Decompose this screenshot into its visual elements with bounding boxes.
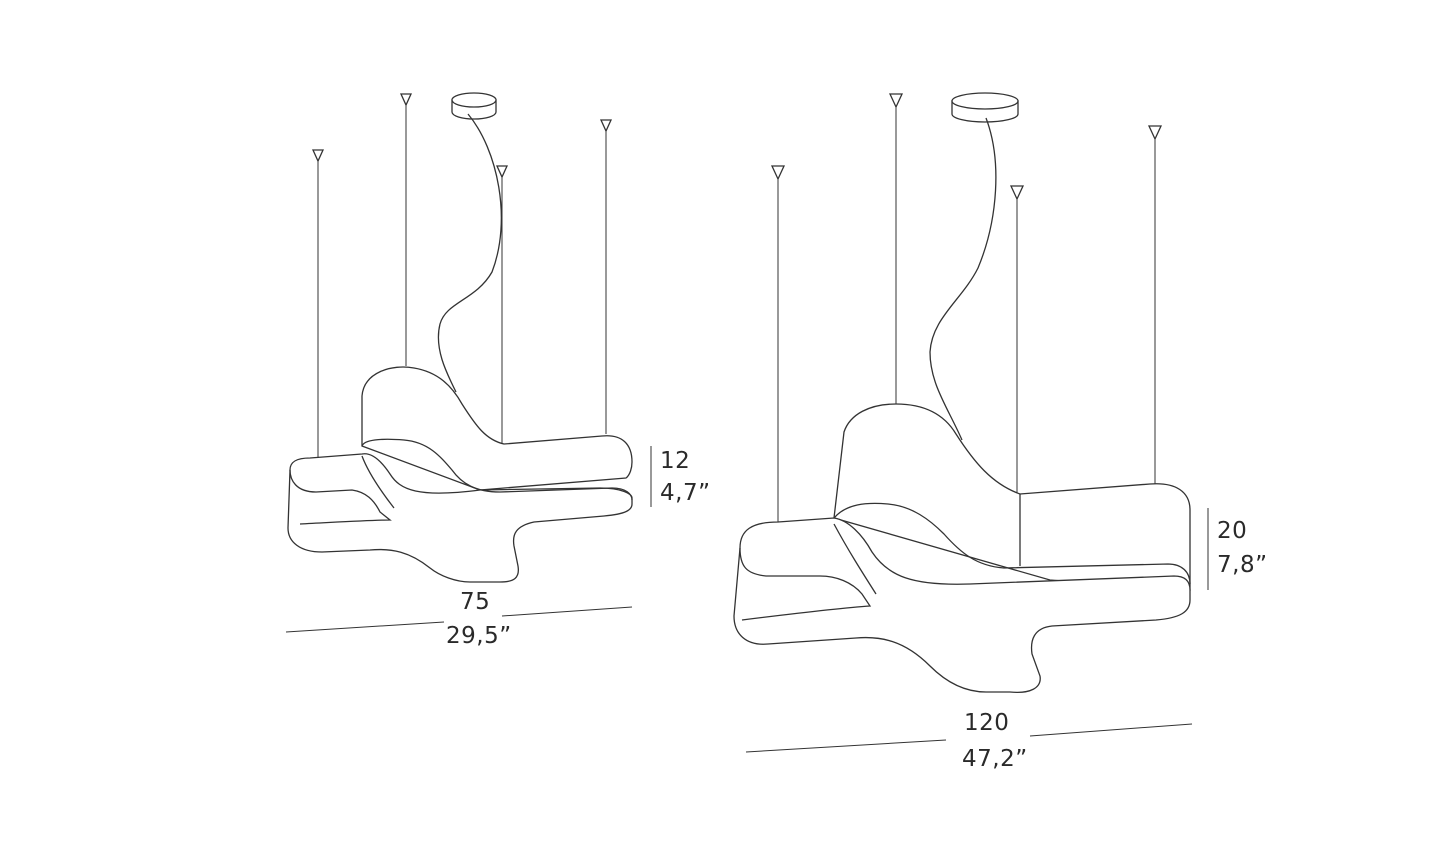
large-power-cable <box>929 117 997 441</box>
small-power-cable <box>437 113 502 393</box>
large-width-dimension: 120 47,2” <box>745 710 1193 772</box>
small-width-in: 29,5” <box>446 623 512 649</box>
large-height-in: 7,8” <box>1217 552 1268 578</box>
large-width-in: 47,2” <box>962 746 1028 772</box>
large-top-outline <box>833 502 1191 585</box>
large-width-cm: 120 <box>964 710 1009 736</box>
large-front-body <box>733 517 1191 694</box>
small-front-body <box>287 453 633 583</box>
large-back-wing <box>833 403 1191 591</box>
large-lamp-drawing <box>733 92 1191 694</box>
small-lamp-drawing <box>287 92 633 583</box>
small-height-dimension: 12 4,7” <box>650 446 711 507</box>
large-suspension-wires <box>770 93 1163 524</box>
large-height-cm: 20 <box>1217 518 1247 544</box>
small-ceiling-canopy <box>451 92 497 120</box>
small-width-cm: 75 <box>460 589 490 615</box>
small-width-dimension: 75 29,5” <box>285 589 633 649</box>
large-height-dimension: 20 7,8” <box>1207 508 1268 590</box>
small-top-outline <box>361 438 633 501</box>
small-height-cm: 12 <box>660 448 690 474</box>
large-ceiling-canopy <box>951 92 1019 123</box>
small-back-wing <box>361 366 633 491</box>
small-height-in: 4,7” <box>660 480 711 506</box>
